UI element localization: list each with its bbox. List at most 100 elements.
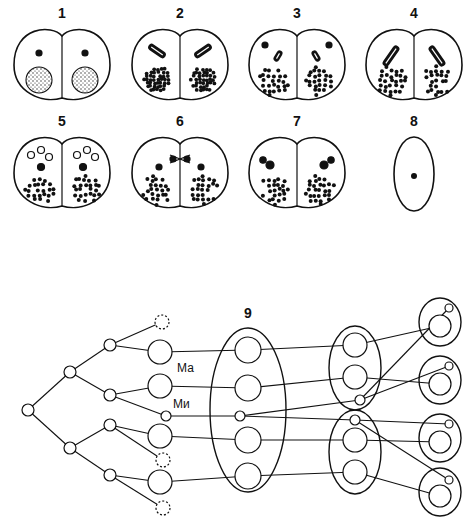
cell-border bbox=[61, 144, 62, 206]
illustration-part bbox=[261, 179, 265, 183]
illustration-part bbox=[201, 178, 205, 182]
illustration-part bbox=[444, 74, 448, 78]
illustration-part bbox=[36, 188, 40, 192]
callout-number: 8 bbox=[410, 114, 418, 129]
illustration-part bbox=[192, 74, 196, 78]
illustration-part bbox=[32, 178, 36, 182]
lineage-line bbox=[248, 439, 355, 440]
illustration-part bbox=[277, 199, 281, 203]
macronucleus bbox=[148, 374, 172, 398]
lineage-line bbox=[355, 377, 440, 384]
illustration-part bbox=[147, 42, 167, 59]
illustration-part bbox=[41, 182, 45, 186]
conjugating-pair bbox=[366, 30, 462, 100]
illustration-part bbox=[308, 183, 312, 187]
illustration-part bbox=[283, 179, 287, 183]
illustration-part bbox=[266, 74, 270, 78]
illustration-part bbox=[83, 199, 87, 203]
illustration-part bbox=[196, 187, 200, 191]
illustration-part bbox=[283, 74, 287, 78]
illustration-part bbox=[380, 69, 384, 73]
micronucleus bbox=[262, 42, 268, 48]
illustration-part bbox=[429, 70, 433, 74]
illustration-part bbox=[323, 189, 327, 193]
illustration-part bbox=[159, 184, 163, 188]
illustration-part bbox=[317, 69, 321, 73]
illustration-part bbox=[276, 177, 280, 181]
illustration-part bbox=[206, 188, 210, 192]
micronucleus bbox=[320, 161, 328, 169]
illustration-part bbox=[215, 183, 219, 187]
micronucleus bbox=[74, 152, 81, 159]
illustration-part bbox=[388, 93, 392, 97]
illustration-part bbox=[327, 193, 331, 197]
illustration-part bbox=[327, 189, 331, 193]
macronucleus bbox=[148, 340, 172, 364]
illustration-part bbox=[207, 184, 211, 188]
lineage-line bbox=[70, 425, 110, 448]
conjugating-pair bbox=[14, 30, 110, 100]
illustration-part bbox=[162, 71, 166, 75]
lineage-line bbox=[248, 472, 355, 476]
illustration-part bbox=[267, 184, 271, 188]
cell-outline bbox=[419, 356, 461, 404]
illustration-part bbox=[156, 70, 160, 74]
illustration-part bbox=[48, 188, 52, 192]
illustration-part bbox=[384, 85, 388, 89]
callout-number: 9 bbox=[244, 306, 252, 321]
lineage-line bbox=[355, 440, 440, 442]
illustration-part bbox=[424, 75, 428, 79]
illustration-part bbox=[323, 83, 327, 87]
illustration-part bbox=[394, 83, 398, 87]
illustration-part bbox=[403, 79, 407, 83]
illustration-part bbox=[94, 189, 98, 193]
lineage-line bbox=[355, 472, 440, 496]
illustration-part bbox=[317, 194, 321, 198]
illustration-part bbox=[273, 179, 277, 183]
illustration-part bbox=[312, 80, 316, 84]
illustration-part bbox=[276, 183, 280, 187]
illustration-part bbox=[308, 83, 312, 87]
callout-number: 7 bbox=[293, 114, 301, 129]
lineage-line bbox=[248, 345, 355, 350]
illustration-part bbox=[42, 192, 46, 196]
illustration-part bbox=[314, 199, 318, 203]
micronucleus bbox=[104, 469, 116, 481]
illustration-part bbox=[430, 80, 434, 84]
micronucleus bbox=[156, 164, 162, 170]
illustration-part bbox=[411, 173, 417, 179]
illustration-part bbox=[314, 93, 318, 97]
illustration-part bbox=[26, 194, 30, 198]
illustration-part bbox=[444, 79, 448, 83]
macronucleus bbox=[235, 337, 261, 363]
illustration-part bbox=[77, 198, 81, 202]
macronucleus-fragments bbox=[258, 68, 290, 97]
micronucleus bbox=[355, 395, 365, 405]
callout-number: 5 bbox=[58, 114, 66, 129]
illustration-part bbox=[79, 183, 83, 187]
exchange-path bbox=[170, 155, 190, 163]
cell-outline bbox=[210, 328, 286, 492]
illustration-part bbox=[211, 182, 215, 186]
illustration-part bbox=[165, 198, 169, 202]
illustration-part bbox=[309, 199, 313, 203]
illustration-part bbox=[277, 79, 281, 83]
cell-border bbox=[296, 36, 297, 98]
illustration-part bbox=[38, 177, 42, 181]
macronucleus-fragments bbox=[72, 174, 101, 203]
micronucleus bbox=[64, 442, 76, 454]
cell-outline bbox=[329, 410, 381, 494]
macronucleus bbox=[343, 460, 367, 484]
illustration-part bbox=[378, 88, 382, 92]
macronucleus bbox=[429, 315, 451, 337]
illustration-part bbox=[317, 78, 321, 82]
illustration-part bbox=[394, 73, 398, 77]
illustration-part bbox=[201, 74, 205, 78]
micronucleus bbox=[155, 315, 169, 329]
illustration-part bbox=[261, 73, 265, 77]
illustration-part bbox=[158, 84, 162, 88]
illustration-part bbox=[312, 69, 316, 73]
illustration-part bbox=[434, 69, 438, 73]
illustration-part bbox=[23, 188, 27, 192]
illustration-part bbox=[314, 188, 318, 192]
